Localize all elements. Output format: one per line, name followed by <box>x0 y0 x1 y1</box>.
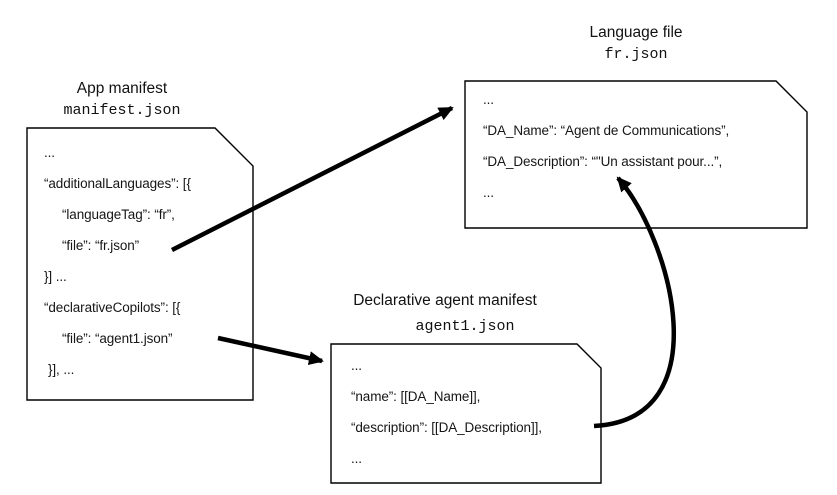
app-manifest-box <box>26 127 254 401</box>
language-file-heading: Language file fr.json <box>465 22 807 66</box>
arrow-description-lookup-icon <box>593 176 676 429</box>
language-file-filename: fr.json <box>604 46 668 63</box>
code-line: ... <box>483 92 494 107</box>
code-line: ... <box>351 451 362 466</box>
language-file-box <box>464 80 808 229</box>
code-line: }], ... <box>48 362 75 377</box>
code-line: “DA_Name”: “Agent de Communications”, <box>483 123 730 138</box>
code-line: “languageTag”: “fr”, <box>62 207 175 222</box>
code-line: “DA_Description”: “"Un assistant pour...… <box>483 154 723 169</box>
code-line: “description”: [[DA_Description]], <box>351 420 542 435</box>
code-line: “file”: “agent1.json” <box>62 331 173 346</box>
code-line: “name”: [[DA_Name]], <box>351 389 481 404</box>
code-line: “declarativeCopilots”: [{ <box>44 300 181 315</box>
agent-manifest-filename: agent1.json <box>415 318 515 335</box>
code-line: “additionalLanguages”: [{ <box>44 176 191 191</box>
arrow-frjson-reference-icon <box>170 105 454 253</box>
code-line: }] ... <box>44 269 67 284</box>
code-line: ... <box>44 145 55 160</box>
code-line: “file”: “fr.json” <box>62 238 140 253</box>
language-file-title: Language file <box>589 24 683 41</box>
agent-manifest-filename-wrap: agent1.json <box>330 316 600 338</box>
app-manifest-filename: manifest.json <box>63 102 181 119</box>
app-manifest-title: App manifest <box>76 80 168 97</box>
code-line: ... <box>351 358 362 373</box>
agent-manifest-title-wrap: Declarative agent manifest <box>300 290 590 312</box>
code-line: ... <box>483 185 494 200</box>
agent-manifest-code: ... “name”: [[DA_Name]], “description”: … <box>331 350 601 474</box>
agent-manifest-title: Declarative agent manifest <box>353 292 537 309</box>
language-file-code: ... “DA_Name”: “Agent de Communications”… <box>465 84 807 208</box>
app-manifest-heading: App manifest manifest.json <box>27 78 217 122</box>
arrow-agentjson-reference-icon <box>217 335 324 366</box>
app-manifest-code: ... “additionalLanguages”: [{ “languageT… <box>27 137 253 385</box>
